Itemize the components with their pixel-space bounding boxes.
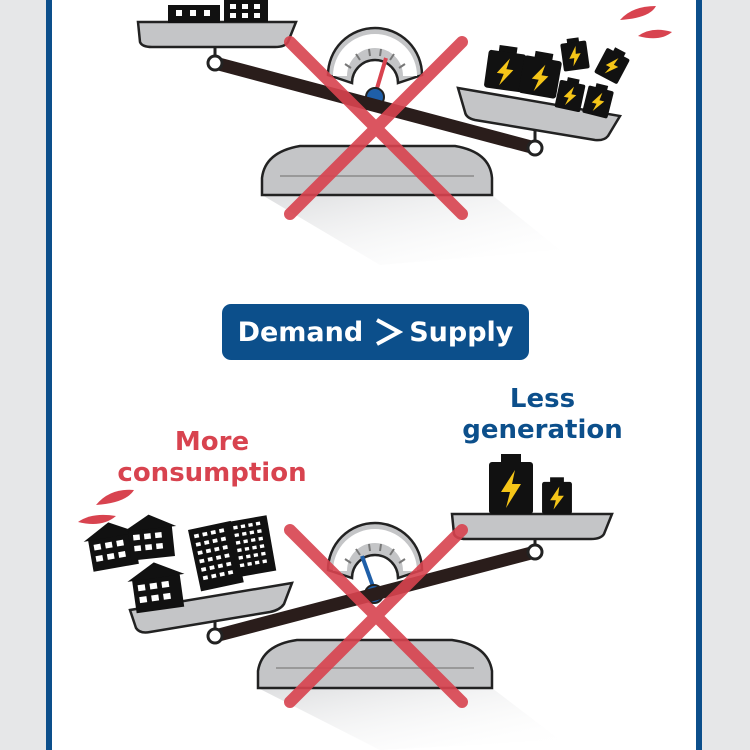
less-generation-line2: generation [462,415,623,445]
scale-beam [208,545,542,643]
scale-shadow [258,688,560,750]
cross-mark-icon [284,524,468,708]
badge-demand-text: Demand [237,316,364,348]
buildings-icon [168,0,268,23]
bottom-balance-scale [78,454,614,750]
demand-supply-badge: Demand Supply [222,304,529,360]
right-pan [450,512,614,541]
more-consumption-line2: consumption [117,458,307,488]
greater-than-icon [376,318,404,346]
scale-shadow [262,195,560,265]
left-pan [136,20,298,49]
badge-supply-text: Supply [409,316,514,348]
less-generation-line1: Less [509,384,576,414]
battery-lightning-icon [489,454,572,515]
scale-base [260,144,494,197]
less-generation-label: Less generation [455,384,630,446]
top-balance-scale [136,0,672,265]
cross-mark-icon [284,36,468,220]
left-pan [128,581,294,634]
sweat-drops-icon [78,489,134,524]
more-consumption-line1: More [174,427,250,457]
sweat-drops-icon [620,6,672,39]
gauge-dial [326,26,424,107]
more-consumption-label: More consumption [112,427,312,489]
scale-base [256,638,494,690]
right-pan [456,86,623,142]
scale-beam [208,56,542,155]
